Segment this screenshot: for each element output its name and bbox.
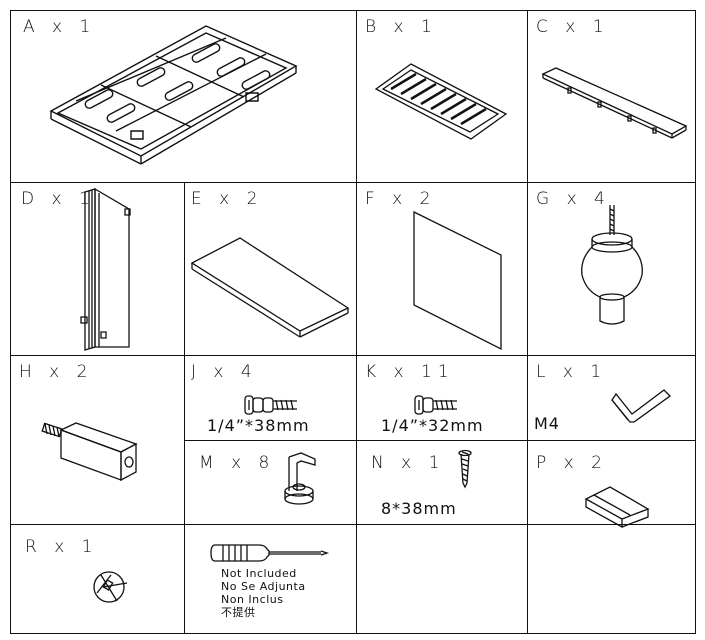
part-p-label: P x 2 [536, 453, 608, 473]
part-b-label: B x 1 [365, 17, 438, 37]
cell-empty-1 [356, 524, 528, 634]
part-e-shelf-board-drawing [190, 233, 350, 333]
part-n-screw-drawing [455, 449, 475, 489]
parts-list-grid: A x 1 B x 1 [10, 10, 696, 634]
cell-b: B x 1 [356, 10, 528, 183]
part-g-label: G x 4 [536, 189, 611, 209]
cell-n: N x 1 8*38mm [356, 440, 528, 525]
part-n-label: N x 1 [371, 453, 446, 473]
part-c-label: C x 1 [536, 17, 610, 37]
cell-e: E x 2 [184, 182, 357, 356]
cell-d: D x 1 [10, 182, 185, 356]
part-n-size: 8*38mm [381, 499, 457, 518]
part-r-label: R x 1 [25, 537, 99, 557]
part-k-label: K x 11 [365, 362, 455, 382]
part-r-anti-tip-drawing [87, 561, 137, 611]
part-g-leg-foot-drawing [572, 203, 652, 328]
part-e-label: E x 2 [191, 189, 264, 209]
part-p-wedge-drawing [582, 479, 652, 524]
tool-not-included-note: Not Included No Se Adjunta Non Inclus 不提… [221, 567, 306, 619]
part-j-bolt-drawing [241, 394, 301, 416]
note-line-fr: Non Inclus [221, 593, 284, 606]
cell-r: R x 1 [10, 524, 185, 634]
part-l-size: M4 [534, 414, 560, 433]
part-a-label: A x 1 [23, 17, 97, 37]
note-line-en: Not Included [221, 567, 297, 580]
cell-tool: Not Included No Se Adjunta Non Inclus 不提… [184, 524, 357, 634]
part-k-size: 1/4”*32mm [381, 416, 484, 435]
part-c-rail-drawing [538, 66, 688, 146]
cell-empty-2 [527, 524, 696, 634]
part-d-side-panel-drawing [71, 187, 141, 352]
part-j-label: J x 4 [191, 362, 258, 382]
cell-l: L x 1 M4 [527, 355, 696, 441]
note-line-es: No Se Adjunta [221, 580, 306, 593]
note-line-zh: 不提供 [221, 606, 256, 619]
cell-c: C x 1 [527, 10, 696, 183]
part-l-label: L x 1 [536, 362, 608, 382]
part-b-grille-drawing [371, 59, 511, 139]
cell-m: M x 8 [184, 440, 357, 525]
part-k-bolt-drawing [411, 394, 461, 416]
cell-k: K x 11 1/4”*32mm [356, 355, 528, 441]
part-m-shelf-support-drawing [277, 451, 337, 511]
cell-f: F x 2 [356, 182, 528, 356]
part-j-size: 1/4”*38mm [207, 416, 310, 435]
screwdriver-icon [209, 541, 329, 563]
part-h-connector-drawing [41, 418, 151, 488]
cell-h: H x 2 [10, 355, 185, 525]
part-m-label: M x 8 [199, 453, 276, 473]
part-a-drawer-frame-drawing [46, 21, 296, 171]
cell-p: P x 2 [527, 440, 696, 525]
cell-j: J x 4 1/4”*38mm [184, 355, 357, 441]
part-f-label: F x 2 [365, 189, 437, 209]
part-h-label: H x 2 [19, 362, 94, 382]
part-f-panel-drawing [409, 207, 509, 352]
part-l-hex-key-drawing [604, 380, 674, 425]
cell-g: G x 4 [527, 182, 696, 356]
cell-a: A x 1 [10, 10, 357, 183]
